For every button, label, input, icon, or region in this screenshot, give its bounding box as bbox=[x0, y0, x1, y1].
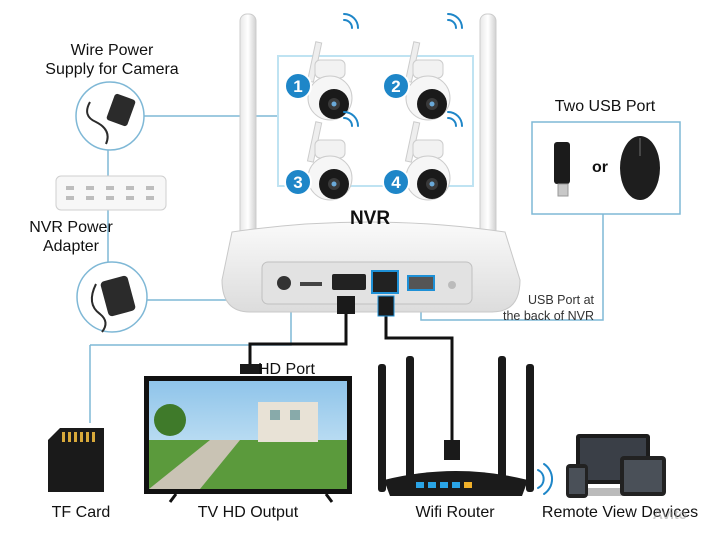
tv-output-label: TV HD Output bbox=[197, 504, 299, 521]
dc-port bbox=[277, 276, 291, 290]
wire-power-label: Wire Power Supply for Camera bbox=[42, 41, 182, 79]
hdmi-port bbox=[332, 274, 366, 290]
usb-back-line-2: the back of NVR bbox=[502, 309, 594, 323]
camera-number-3: 3 bbox=[293, 173, 302, 192]
lan-port bbox=[371, 270, 399, 294]
camera-4 bbox=[404, 121, 451, 201]
router-icon bbox=[378, 356, 534, 496]
hdmi-cable-icon bbox=[240, 296, 355, 374]
usb-dongle-icon bbox=[554, 142, 570, 197]
nvr-device bbox=[221, 221, 521, 313]
camera-badge-2 bbox=[382, 72, 410, 100]
wire-power-line-1: Wire Power bbox=[70, 42, 154, 59]
camera-badge-1 bbox=[284, 72, 312, 100]
camera-3 bbox=[306, 121, 353, 201]
camera-frame bbox=[277, 55, 474, 187]
tf-card-label: TF Card bbox=[51, 504, 111, 521]
usb-back-line-1: USB Port at bbox=[528, 293, 594, 307]
cameras bbox=[306, 41, 451, 201]
tv-icon bbox=[144, 376, 352, 503]
remote-devices bbox=[566, 434, 666, 498]
usb-port bbox=[407, 275, 435, 291]
camera-badge-4 bbox=[382, 168, 410, 196]
camera-2 bbox=[404, 41, 451, 121]
or-label: or bbox=[592, 159, 608, 176]
nvr-power-label: NVR Power Adapter bbox=[16, 218, 126, 256]
usb-back-label: USB Port at the back of NVR bbox=[480, 292, 594, 324]
two-usb-label: Two USB Port bbox=[554, 98, 656, 115]
watermark-label: Avito bbox=[652, 506, 688, 522]
wire-power-line-2: Supply for Camera bbox=[45, 61, 179, 78]
camera-badges: 1 2 3 4 bbox=[284, 72, 410, 196]
nvr-label: NVR bbox=[349, 208, 391, 229]
camera-number-4: 4 bbox=[391, 173, 401, 192]
usb-box bbox=[531, 121, 681, 215]
power-strip-icon bbox=[55, 175, 167, 211]
mouse-icon bbox=[620, 136, 660, 200]
sd-card-icon bbox=[48, 428, 104, 492]
camera-number-2: 2 bbox=[391, 77, 400, 96]
wifi-router-label: Wifi Router bbox=[415, 504, 495, 521]
camera-1 bbox=[306, 41, 353, 121]
remote-view-label: Remote View Devices bbox=[541, 504, 699, 521]
phone-icon bbox=[566, 464, 588, 498]
nvr-adapter-icon bbox=[76, 261, 148, 333]
nvr-power-line-2: Adapter bbox=[42, 238, 100, 255]
ethernet-cable-icon bbox=[377, 295, 460, 460]
tablet-icon bbox=[620, 456, 666, 496]
camera-number-1: 1 bbox=[293, 77, 302, 96]
nvr-power-line-1: NVR Power bbox=[29, 219, 113, 236]
hd-port-label: HD Port bbox=[258, 361, 315, 378]
power-adapter-icon bbox=[75, 81, 145, 151]
tf-slot bbox=[300, 282, 322, 286]
wifi-signal-icon bbox=[343, 13, 553, 495]
camera-badge-3 bbox=[284, 168, 312, 196]
nvr-power-line bbox=[145, 280, 231, 301]
